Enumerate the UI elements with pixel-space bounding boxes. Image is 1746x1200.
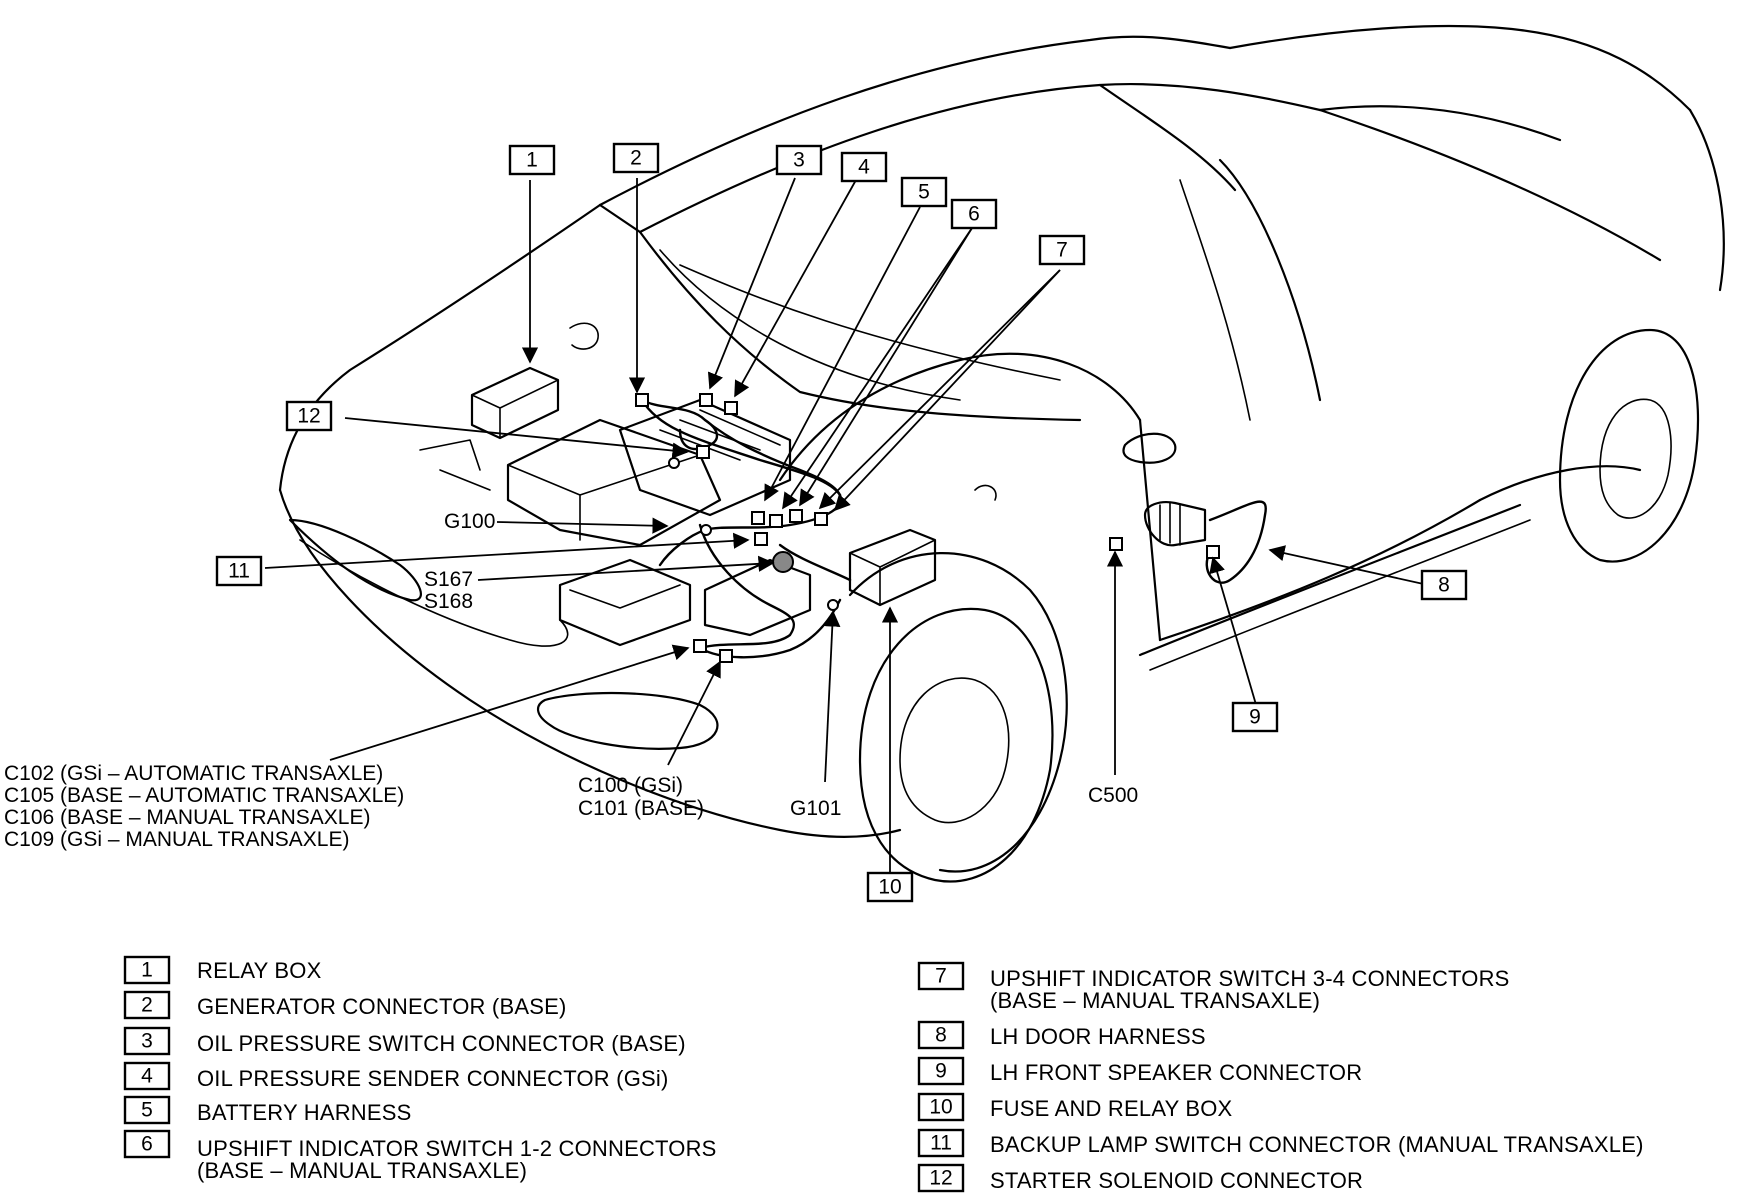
car-outline xyxy=(278,24,1725,883)
svg-text:3: 3 xyxy=(141,1030,153,1053)
legend-item-5: 5 xyxy=(123,1095,171,1125)
svg-text:8: 8 xyxy=(1438,574,1450,597)
svg-text:5: 5 xyxy=(141,1099,153,1122)
legend-text-1: RELAY BOX xyxy=(197,958,322,983)
legend-text-6: UPSHIFT INDICATOR SWITCH 1-2 CONNECTORS xyxy=(197,1136,717,1161)
svg-text:6: 6 xyxy=(141,1133,153,1156)
callout-3: 3 xyxy=(775,144,823,176)
svg-text:1: 1 xyxy=(141,959,153,982)
callout-7: 7 xyxy=(1038,234,1086,266)
callout-10: 10 xyxy=(866,871,914,903)
legend-item-1: 1 xyxy=(123,955,171,985)
callout-5: 5 xyxy=(900,176,948,208)
callout-12: 12 xyxy=(285,400,333,432)
svg-text:11: 11 xyxy=(930,1132,952,1155)
callout-8: 8 xyxy=(1420,569,1468,601)
label-s168: S168 xyxy=(424,590,473,613)
engine-bay xyxy=(419,322,997,647)
legend-text-12: STARTER SOLENOID CONNECTOR xyxy=(990,1168,1363,1193)
legend-item-9: 9 xyxy=(917,1056,965,1086)
legend-text-11: BACKUP LAMP SWITCH CONNECTOR (MANUAL TRA… xyxy=(990,1132,1644,1157)
svg-text:12: 12 xyxy=(297,405,320,428)
svg-text:7: 7 xyxy=(935,965,947,988)
svg-text:4: 4 xyxy=(141,1065,153,1088)
callout-6: 6 xyxy=(950,198,998,230)
legend-item-4: 4 xyxy=(123,1061,171,1091)
legend-item-6: 6 xyxy=(123,1129,171,1159)
label-c101: C101 (BASE) xyxy=(578,797,704,820)
legend-text-9: LH FRONT SPEAKER CONNECTOR xyxy=(990,1060,1362,1085)
svg-text:12: 12 xyxy=(929,1167,952,1190)
legend-text-8: LH DOOR HARNESS xyxy=(990,1024,1206,1049)
legend-item-11: 11 xyxy=(917,1128,965,1158)
legend-item-10: 10 xyxy=(917,1092,965,1122)
callout-9: 9 xyxy=(1231,701,1279,733)
svg-text:11: 11 xyxy=(228,560,250,583)
label-c106: C106 (BASE – MANUAL TRANSAXLE) xyxy=(4,806,370,829)
legend: 1 RELAY BOX 2 GENERATOR CONNECTOR (BASE)… xyxy=(123,955,1644,1193)
label-c109: C109 (GSi – MANUAL TRANSAXLE) xyxy=(4,828,349,851)
legend-item-8: 8 xyxy=(917,1020,965,1050)
callout-11: 11 xyxy=(215,555,263,587)
wiring-harness xyxy=(635,393,1267,663)
label-c102: C102 (GSi – AUTOMATIC TRANSAXLE) xyxy=(4,762,383,785)
svg-text:9: 9 xyxy=(935,1060,947,1083)
label-c105: C105 (BASE – AUTOMATIC TRANSAXLE) xyxy=(4,784,404,807)
legend-text-5: BATTERY HARNESS xyxy=(197,1100,412,1125)
svg-text:1: 1 xyxy=(526,149,538,172)
legend-item-12: 12 xyxy=(917,1163,965,1193)
label-g100: G100 xyxy=(444,510,495,533)
callout-1: 1 xyxy=(508,144,556,176)
leader-lines xyxy=(264,177,1429,875)
legend-text-7b: (BASE – MANUAL TRANSAXLE) xyxy=(990,988,1320,1013)
svg-text:10: 10 xyxy=(929,1096,952,1119)
svg-text:3: 3 xyxy=(793,149,805,172)
legend-text-4: OIL PRESSURE SENDER CONNECTOR (GSi) xyxy=(197,1066,669,1091)
svg-text:9: 9 xyxy=(1249,706,1261,729)
legend-text-2: GENERATOR CONNECTOR (BASE) xyxy=(197,994,566,1019)
legend-item-7: 7 xyxy=(917,961,965,991)
legend-text-7: UPSHIFT INDICATOR SWITCH 3-4 CONNECTORS xyxy=(990,966,1510,991)
svg-text:7: 7 xyxy=(1056,239,1068,262)
svg-text:4: 4 xyxy=(858,156,870,179)
legend-text-6b: (BASE – MANUAL TRANSAXLE) xyxy=(197,1158,527,1183)
svg-text:2: 2 xyxy=(141,994,153,1017)
legend-text-10: FUSE AND RELAY BOX xyxy=(990,1096,1233,1121)
svg-text:5: 5 xyxy=(918,181,930,204)
legend-item-3: 3 xyxy=(123,1026,171,1056)
component-labels: G100 S167 S168 C102 (GSi – AUTOMATIC TRA… xyxy=(4,510,1138,851)
label-s167: S167 xyxy=(424,568,473,591)
svg-text:8: 8 xyxy=(935,1024,947,1047)
callout-2: 2 xyxy=(612,142,660,174)
legend-item-2: 2 xyxy=(123,990,171,1020)
label-g101: G101 xyxy=(790,797,841,820)
label-c100: C100 (GSi) xyxy=(578,774,683,797)
label-c500: C500 xyxy=(1088,784,1138,807)
callout-4: 4 xyxy=(840,151,888,183)
legend-text-3: OIL PRESSURE SWITCH CONNECTOR (BASE) xyxy=(197,1031,686,1056)
svg-text:2: 2 xyxy=(630,147,642,170)
svg-text:6: 6 xyxy=(968,203,980,226)
svg-text:10: 10 xyxy=(878,876,901,899)
